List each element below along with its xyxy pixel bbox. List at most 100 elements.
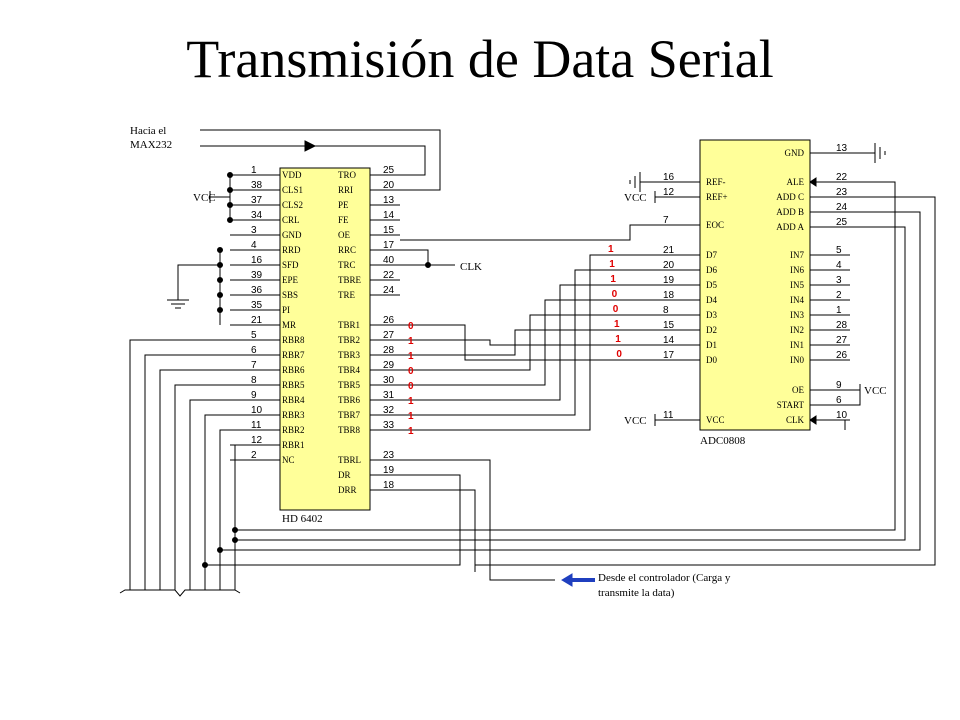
hd6402-pin-number: 3 <box>251 225 257 236</box>
hd6402-pin-name: FE <box>338 215 349 225</box>
adc0808-pin-number: 5 <box>836 245 842 256</box>
tbr-bit-label: 1 <box>408 426 414 437</box>
drr-wire <box>400 489 476 572</box>
rbr-bus-line <box>189 399 230 590</box>
data-bus-wire <box>400 339 655 346</box>
data-bus-wire <box>400 329 655 356</box>
hd6402-pin-name: RBR7 <box>282 350 305 360</box>
adc0808-pin-number: 18 <box>663 290 675 301</box>
hd6402-pin-name: DR <box>338 470 351 480</box>
adc0808-chip <box>699 139 811 431</box>
adc-data-bit-label: 1 <box>615 334 621 345</box>
rbr-bus-line <box>144 354 230 590</box>
hd6402-pin-number: 1 <box>251 165 257 176</box>
addb-wire <box>220 211 921 551</box>
tro-wire <box>315 145 426 176</box>
ground-wire <box>177 264 220 300</box>
tbr-bit-label: 1 <box>408 351 414 362</box>
bus-brace <box>119 589 241 597</box>
hd6402-pin-name: RBR3 <box>282 410 305 420</box>
hd6402-pin-name: RBR8 <box>282 335 305 345</box>
adc0808-pin-name: IN6 <box>790 265 804 275</box>
data-bus-wire <box>400 314 655 371</box>
rbr-bus-line <box>174 384 230 590</box>
hd6402-pin-name: TBR3 <box>338 350 361 360</box>
data-bus-wire <box>400 299 655 386</box>
hd6402-pin-number: 21 <box>251 315 263 326</box>
hd6402-pin-number: 40 <box>383 255 395 266</box>
rrc-wire <box>400 249 429 265</box>
adc0808-pin-number: 17 <box>663 350 675 361</box>
hd6402-pin-name: RBR4 <box>282 395 305 405</box>
adc-data-bit-label: 0 <box>616 349 622 360</box>
adc0808-pin-number: 3 <box>836 275 842 286</box>
hd6402-pin-number: 13 <box>383 195 395 206</box>
adc0808-pin-name: IN4 <box>790 295 804 305</box>
vcc-label: VCC <box>864 385 887 397</box>
hd6402-pin-number: 19 <box>383 465 395 476</box>
ale-wire <box>235 181 896 531</box>
hd6402-pin-number: 39 <box>251 270 263 281</box>
hd6402-pin-number: 8 <box>251 375 257 386</box>
tbr-bit-label: 0 <box>408 366 414 377</box>
junction-dot <box>217 307 223 313</box>
hd6402-pin-name: RBR5 <box>282 380 305 390</box>
hd6402-pin-number: 5 <box>251 330 257 341</box>
adc0808-chip-label: ADC0808 <box>700 435 746 447</box>
hd6402-pin-name: MR <box>282 320 296 330</box>
adc0808-pin-number: 24 <box>836 202 848 213</box>
hd6402-pin-name: TRE <box>338 290 356 300</box>
hd6402-pin-name: SFD <box>282 260 299 270</box>
hd6402-pin-number: 36 <box>251 285 263 296</box>
adc0808-pin-number: 23 <box>836 187 848 198</box>
hd6402-pin-name: TRC <box>338 260 356 270</box>
hd6402-pin-number: 28 <box>383 345 395 356</box>
tbr-bit-label: 1 <box>408 411 414 422</box>
hd6402-pin-name: CLS1 <box>282 185 303 195</box>
wires <box>119 129 936 597</box>
rbr-bus-line <box>219 429 230 590</box>
adc0808-pin-name: D3 <box>706 310 717 320</box>
junction-dot <box>217 292 223 298</box>
tbr-bit-label: 0 <box>408 321 414 332</box>
hd6402-pin-number: 4 <box>251 240 257 251</box>
hd6402-pin-number: 22 <box>383 270 395 281</box>
hd6402-pin-name: TBRE <box>338 275 362 285</box>
adc0808-pin-name: REF+ <box>706 192 728 202</box>
controller-arrow-head <box>561 573 573 587</box>
adc0808-pin-number: 2 <box>836 290 842 301</box>
hd6402-pin-number: 17 <box>383 240 395 251</box>
adc0808-pin-number: 19 <box>663 275 675 286</box>
hd6402-pin-name: RRI <box>338 185 353 195</box>
hd6402-pin-number: 34 <box>251 210 263 221</box>
adc-data-bit-label: 1 <box>610 274 616 285</box>
adc0808-pin-number: 8 <box>663 305 669 316</box>
adc0808-pin-number: 28 <box>836 320 848 331</box>
hd6402-pin-name: CLS2 <box>282 200 303 210</box>
adda-wire <box>235 226 906 541</box>
hd6402-pin-name: GND <box>282 230 302 240</box>
adc0808-pin-name: IN7 <box>790 250 804 260</box>
hd6402-pin-name: OE <box>338 230 350 240</box>
junction-dot <box>232 527 238 533</box>
junction-dot <box>227 187 233 193</box>
adc-data-bit-label: 1 <box>609 259 615 270</box>
hd6402-pin-number: 25 <box>383 165 395 176</box>
hd6402-pin-number: 20 <box>383 180 395 191</box>
hd6402-pin-number: 24 <box>383 285 395 296</box>
junction-dot <box>227 217 233 223</box>
hd6402-pin-name: CRL <box>282 215 300 225</box>
adc0808-pin-name: IN3 <box>790 310 804 320</box>
adc0808-pin-number: 14 <box>663 335 675 346</box>
hd6402-pin-number: 30 <box>383 375 395 386</box>
hd6402-pin-number: 12 <box>251 435 263 446</box>
adc0808-pin-name: D7 <box>706 250 717 260</box>
hd6402-pin-number: 31 <box>383 390 395 401</box>
junction-dot <box>227 172 233 178</box>
hd6402-pin-number: 10 <box>251 405 263 416</box>
vcc-label: VCC <box>193 192 216 204</box>
hd6402-pin-name: TBR6 <box>338 395 361 405</box>
adc0808-pin-name: IN1 <box>790 340 804 350</box>
junction-dot <box>202 562 208 568</box>
adc0808-pin-name: VCC <box>706 415 725 425</box>
